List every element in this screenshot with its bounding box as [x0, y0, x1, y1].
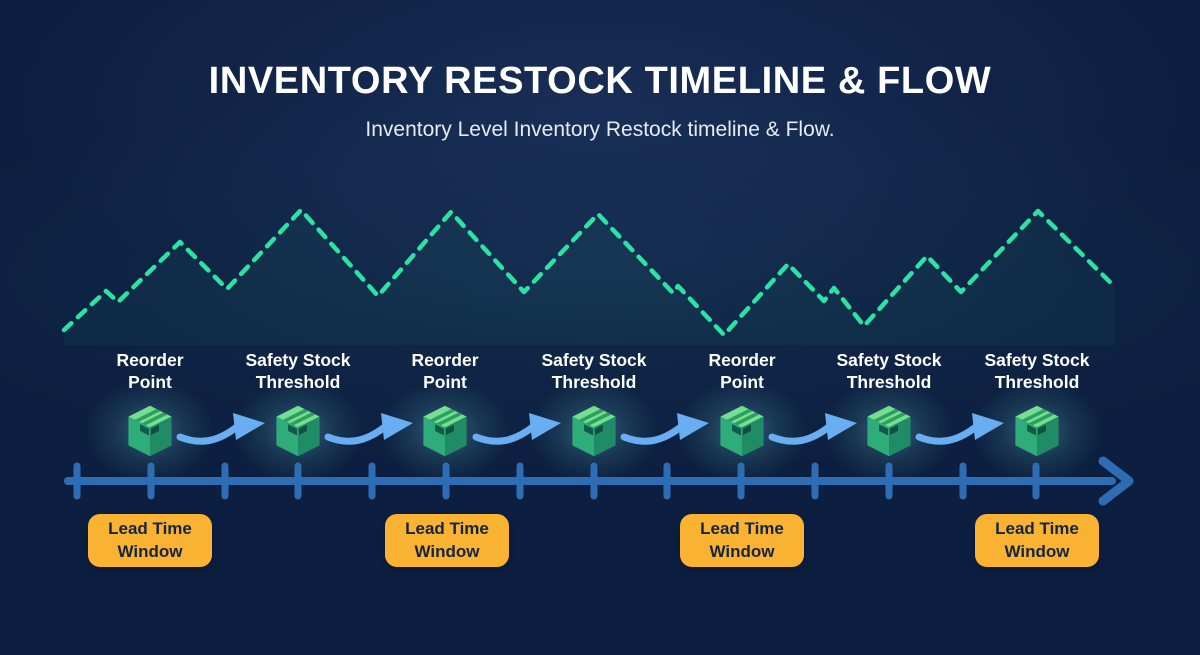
flow-arrow-icon [472, 413, 561, 445]
marker-label: Reorder Point [116, 350, 184, 392]
lead-time-badge-label: Lead Time Window [108, 519, 192, 561]
lead-time-badge: Lead Time Window [680, 514, 804, 567]
flow-arrow-icon [324, 413, 413, 445]
inventory-marker: Reorder Point [647, 350, 837, 483]
package-box-wrap [529, 379, 659, 483]
lead-time-badge: Lead Time Window [975, 514, 1099, 567]
package-box-wrap [972, 379, 1102, 483]
package-box-icon [572, 405, 616, 457]
marker-label: Reorder Point [411, 350, 479, 392]
flow-arrow-icon [620, 413, 709, 445]
timeline-arrowhead-icon [1098, 456, 1134, 506]
lead-time-badge: Lead Time Window [88, 514, 212, 567]
inventory-marker: Reorder Point [350, 350, 540, 483]
marker-label: Reorder Point [708, 350, 776, 392]
lead-time-badge-label: Lead Time Window [405, 519, 489, 561]
trend-fill-area [64, 210, 1115, 345]
flow-arrow-icon [768, 413, 857, 445]
trend-dashed-line [61, 207, 1118, 338]
inventory-marker: Safety Stock Threshold [203, 350, 393, 483]
package-box-icon [423, 405, 467, 457]
package-box-wrap [233, 379, 363, 483]
header: INVENTORY RESTOCK TIMELINE & FLOW Invent… [0, 0, 1200, 142]
package-box-wrap [85, 379, 215, 483]
package-box-wrap [677, 379, 807, 483]
lead-time-badge-label: Lead Time Window [700, 519, 784, 561]
marker-label: Safety Stock Threshold [245, 350, 351, 392]
marker-label: Safety Stock Threshold [836, 350, 942, 392]
flow-arrow-icon [176, 413, 265, 445]
lead-time-badge-label: Lead Time Window [995, 519, 1079, 561]
lead-time-badge: Lead Time Window [385, 514, 509, 567]
marker-label: Safety Stock Threshold [984, 350, 1090, 392]
page-title: INVENTORY RESTOCK TIMELINE & FLOW [208, 60, 992, 102]
package-box-icon [720, 405, 764, 457]
marker-label: Safety Stock Threshold [541, 350, 647, 392]
page-subtitle: Inventory Level Inventory Restock timeli… [365, 117, 835, 141]
package-box-icon [867, 405, 911, 457]
package-box-icon [1015, 405, 1059, 457]
inventory-marker: Reorder Point [55, 350, 245, 483]
package-box-icon [128, 405, 172, 457]
package-box-wrap [824, 379, 954, 483]
flow-arrow-icon [915, 413, 1004, 445]
package-box-icon [276, 405, 320, 457]
package-box-wrap [380, 379, 510, 483]
